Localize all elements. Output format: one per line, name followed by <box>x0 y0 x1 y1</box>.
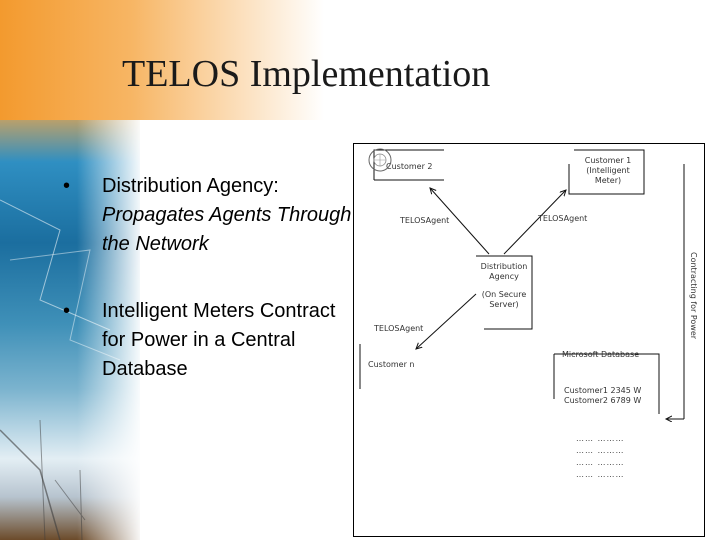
customer1-label: Customer 1 (Intelligent Meter) <box>584 156 632 185</box>
customer2-label: Customer 2 <box>386 162 433 171</box>
arrow-to-customer1 <box>503 190 566 255</box>
customer2-box <box>373 149 444 180</box>
bullet-list: • Distribution Agency: Propagates Agents… <box>63 172 358 422</box>
slide-title: TELOS Implementation <box>122 53 491 95</box>
power-line-decoration <box>0 199 121 540</box>
contracting-for-power-label: Contracting for Power <box>689 252 698 340</box>
database-box <box>554 353 660 414</box>
database-dots-2: …… ……… <box>576 446 625 455</box>
telos-diagram: Customer 2 Customer 1 (Intelligent Meter… <box>353 143 705 537</box>
telos-agent-bottom-label: TELOSAgent <box>374 324 424 333</box>
bullet-intelligent-meters: • Intelligent Meters Contract for Power … <box>63 297 358 384</box>
decorative-top-band <box>0 0 720 120</box>
bullet-text: Intelligent Meters Contract for Power in… <box>102 300 336 380</box>
database-dots-4: …… ……… <box>576 470 625 479</box>
distribution-agency-label: Distribution Agency <box>480 262 528 281</box>
diagram-shapes <box>359 149 685 536</box>
arrow-to-customer2 <box>430 188 490 255</box>
bullet-text: Distribution Agency: <box>102 175 279 197</box>
database-row-2: Customer2 6789 W <box>564 396 642 405</box>
bullet-subtext: Propagates Agents Through the Network <box>102 204 352 255</box>
bullet-marker: • <box>63 300 71 322</box>
telos-agent-left-label: TELOSAgent <box>400 216 450 225</box>
customer1-box <box>568 149 645 195</box>
customer-n-label: Customer n <box>368 360 415 369</box>
seal-icon <box>368 148 392 172</box>
database-row-1: Customer1 2345 W <box>564 386 642 395</box>
secure-server-label: (On Secure Server) <box>481 290 527 309</box>
telos-agent-right-label: TELOSAgent <box>538 214 588 223</box>
database-dots-1: …… ……… <box>576 434 625 443</box>
database-title: Microsoft Database <box>562 350 640 359</box>
bullet-distribution-agency: • Distribution Agency: Propagates Agents… <box>63 172 358 259</box>
distribution-agency-box <box>476 255 533 330</box>
bullet-marker: • <box>63 175 71 197</box>
arrow-to-customer-n <box>416 293 477 349</box>
database-dots-3: …… ……… <box>576 458 625 467</box>
